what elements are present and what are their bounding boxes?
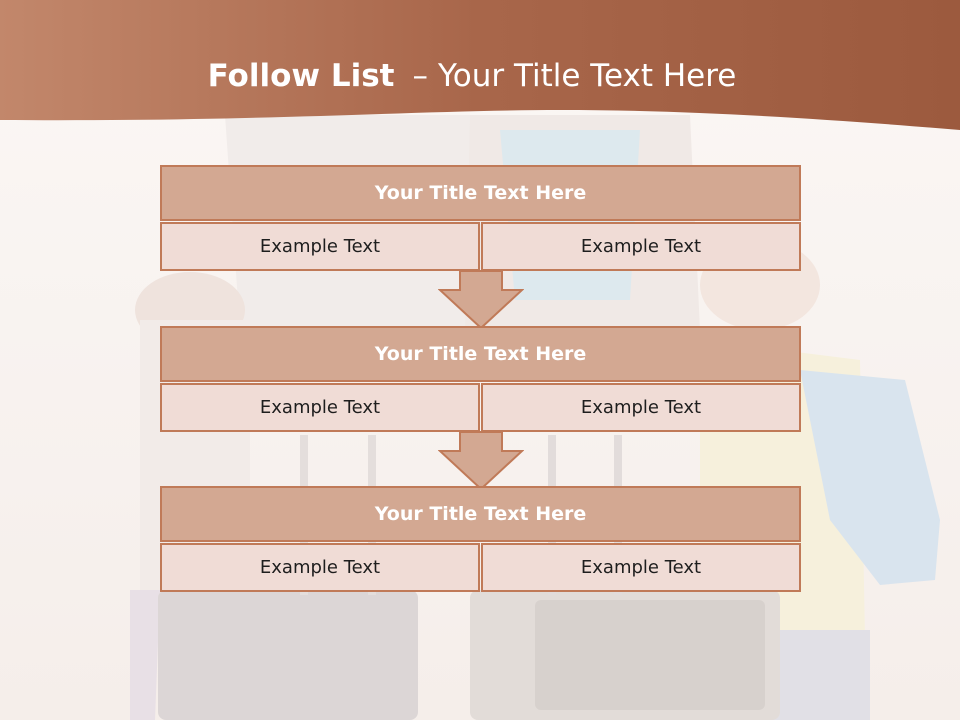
title-banner [0, 0, 960, 130]
block-title[interactable]: Your Title Text Here [160, 165, 801, 221]
list-block-1: Your Title Text Here Example Text Exampl… [160, 165, 801, 271]
slide-title-separator: – [412, 58, 428, 94]
block-cell-left[interactable]: Example Text [160, 543, 480, 592]
slide-title: Follow List–Your Title Text Here [0, 54, 944, 98]
down-arrow-icon [438, 431, 524, 491]
block-cell-right[interactable]: Example Text [481, 222, 801, 271]
block-row: Example Text Example Text [160, 383, 801, 432]
block-cell-left[interactable]: Example Text [160, 383, 480, 432]
block-title[interactable]: Your Title Text Here [160, 486, 801, 542]
slide-title-text: Your Title Text Here [437, 58, 737, 94]
block-cell-left[interactable]: Example Text [160, 222, 480, 271]
down-arrow-icon [438, 270, 524, 330]
block-cell-right[interactable]: Example Text [481, 543, 801, 592]
block-cell-right[interactable]: Example Text [481, 383, 801, 432]
block-row: Example Text Example Text [160, 222, 801, 271]
block-row: Example Text Example Text [160, 543, 801, 592]
list-block-2: Your Title Text Here Example Text Exampl… [160, 326, 801, 432]
slide-title-bold: Follow List [207, 58, 395, 94]
list-block-3: Your Title Text Here Example Text Exampl… [160, 486, 801, 592]
block-title[interactable]: Your Title Text Here [160, 326, 801, 382]
